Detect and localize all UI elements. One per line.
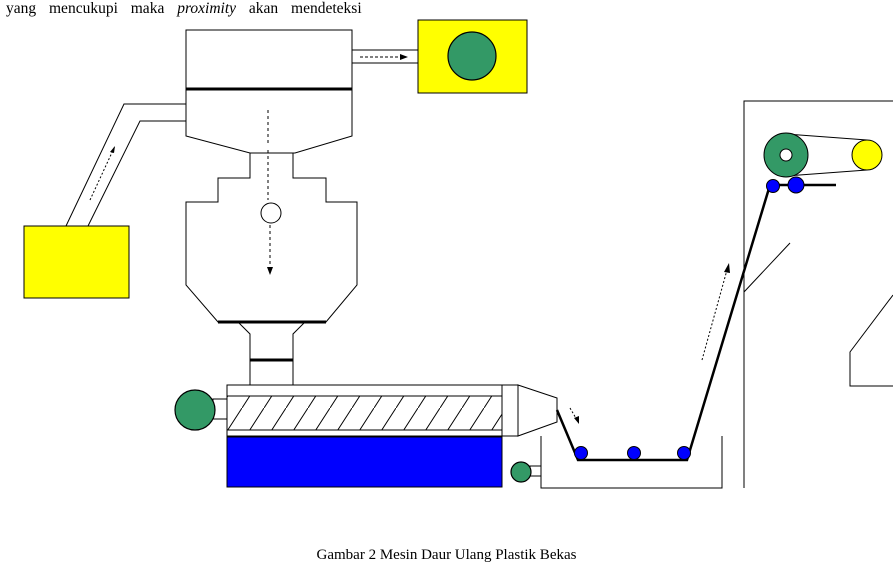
figure-caption: Gambar 2 Mesin Daur Ulang Plastik Bekas: [316, 547, 577, 563]
blower-duct: [352, 49, 418, 64]
feed-flow-arrow: [89, 145, 116, 201]
crusher-body: [185, 150, 358, 323]
tank-pump: [510, 461, 542, 483]
heater-block: [226, 436, 503, 488]
guide-rollers: [574, 446, 691, 460]
intro-text-part1: yang mencukupi maka: [6, 0, 165, 17]
pelletizer-housing: [743, 100, 893, 488]
feed-duct: [65, 103, 186, 227]
hopper-top: [185, 29, 353, 154]
extruder-neck: [236, 321, 307, 386]
pelletizer-rollers: [766, 176, 805, 194]
feeder-box: [23, 225, 130, 299]
blower-motor: [447, 31, 497, 81]
extruder-barrel: [226, 384, 558, 437]
crusher-rotor: [260, 202, 282, 224]
intro-text-part2: akan mendeteksi: [248, 0, 362, 17]
cutter-drive: [763, 132, 883, 178]
plastic-strand: [555, 183, 836, 462]
cooling-tank: [540, 407, 723, 489]
intro-text: yang mencukupi maka proximity akan mende…: [6, 0, 362, 18]
extruder-motor: [174, 389, 228, 431]
intro-text-italic: proximity: [177, 0, 237, 17]
